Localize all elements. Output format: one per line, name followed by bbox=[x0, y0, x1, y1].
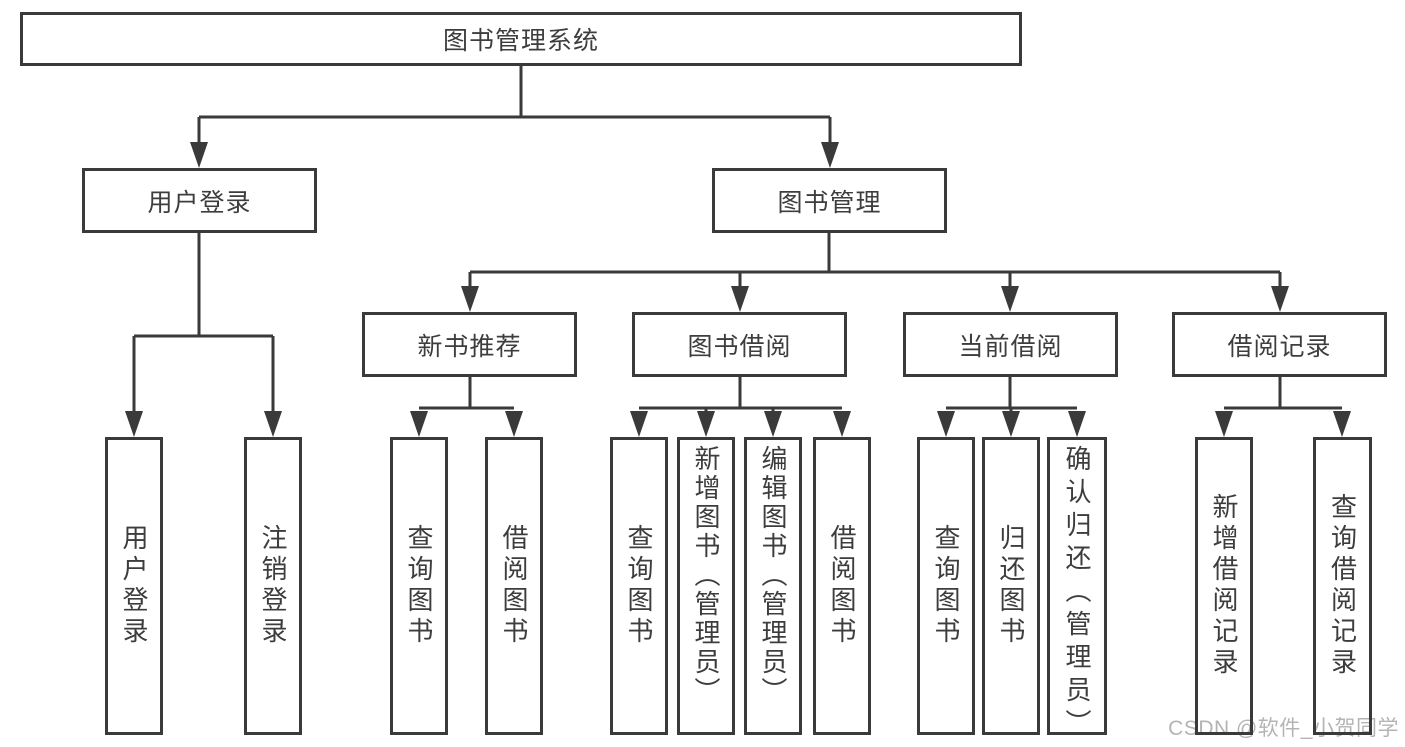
node-borrow-records-label: 借阅记录 bbox=[1227, 332, 1332, 361]
leaf-add-books-admin-label: 新增图书（管理员） bbox=[691, 445, 721, 706]
node-current-borrow: 当前借阅 bbox=[903, 312, 1118, 377]
node-user-login: 用户登录 bbox=[82, 168, 317, 233]
leaf-query-books-1: 查询图书 bbox=[390, 437, 448, 735]
node-borrow-records: 借阅记录 bbox=[1172, 312, 1387, 377]
node-book-management: 图书管理 bbox=[712, 168, 947, 233]
leaf-borrow-books-2-label: 借阅图书 bbox=[827, 524, 857, 648]
leaf-query-borrow-record-label: 查询借阅记录 bbox=[1327, 493, 1358, 679]
csdn-watermark: CSDN @软件_小贺同学 bbox=[1168, 717, 1399, 740]
node-new-book-recommend: 新书推荐 bbox=[362, 312, 577, 377]
leaf-logout-label: 注销登录 bbox=[258, 524, 288, 648]
node-current-borrow-label: 当前借阅 bbox=[958, 332, 1063, 361]
leaf-borrow-books-1: 借阅图书 bbox=[485, 437, 543, 735]
node-new-book-recommend-label: 新书推荐 bbox=[417, 332, 522, 361]
leaf-query-books-1-label: 查询图书 bbox=[404, 524, 434, 648]
leaf-query-books-2: 查询图书 bbox=[610, 437, 668, 735]
leaf-user-login-label: 用户登录 bbox=[119, 524, 149, 648]
node-user-login-label: 用户登录 bbox=[147, 188, 252, 217]
leaf-query-books-3: 查询图书 bbox=[917, 437, 975, 735]
node-root-label: 图书管理系统 bbox=[442, 27, 599, 55]
node-book-borrow: 图书借阅 bbox=[632, 312, 847, 377]
leaf-query-borrow-record: 查询借阅记录 bbox=[1313, 437, 1372, 735]
node-root: 图书管理系统 bbox=[20, 12, 1022, 66]
node-book-management-label: 图书管理 bbox=[777, 188, 882, 217]
leaf-confirm-return-admin: 确认归还（管理员） bbox=[1047, 437, 1107, 742]
leaf-borrow-books-2: 借阅图书 bbox=[813, 437, 871, 735]
leaf-query-books-2-label: 查询图书 bbox=[624, 524, 654, 648]
leaf-user-login: 用户登录 bbox=[105, 437, 163, 735]
leaf-add-books-admin: 新增图书（管理员） bbox=[677, 437, 735, 735]
node-book-borrow-label: 图书借阅 bbox=[687, 332, 792, 361]
leaf-add-borrow-record-label: 新增借阅记录 bbox=[1209, 493, 1239, 679]
leaf-confirm-return-admin-label: 确认归还（管理员） bbox=[1062, 445, 1092, 742]
leaf-query-books-3-label: 查询图书 bbox=[931, 524, 961, 648]
leaf-add-borrow-record: 新增借阅记录 bbox=[1195, 437, 1253, 735]
leaf-edit-books-admin-label: 编辑图书（管理员） bbox=[758, 445, 788, 706]
leaf-edit-books-admin: 编辑图书（管理员） bbox=[744, 437, 802, 735]
leaf-borrow-books-1-label: 借阅图书 bbox=[499, 524, 529, 648]
leaf-return-books-label: 归还图书 bbox=[996, 524, 1026, 648]
leaf-logout: 注销登录 bbox=[244, 437, 302, 735]
leaf-return-books: 归还图书 bbox=[982, 437, 1040, 735]
